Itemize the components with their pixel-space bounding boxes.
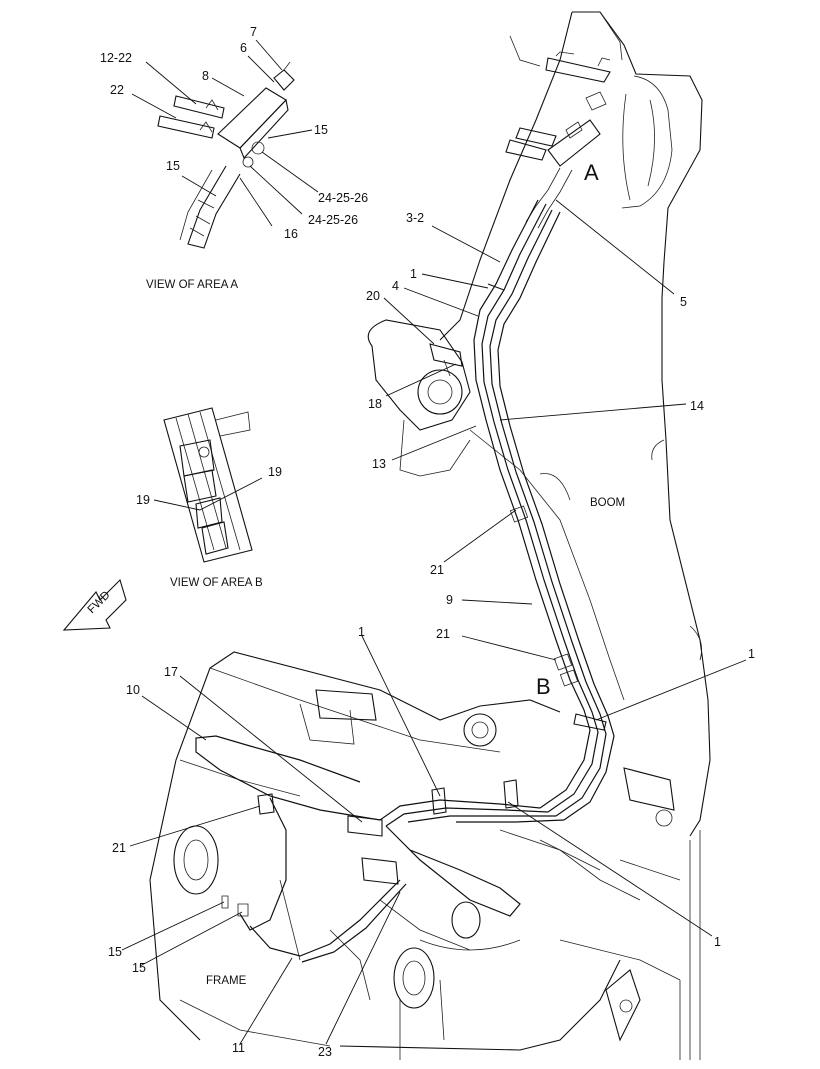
callout-22: 22 [110, 83, 124, 97]
callout-14: 14 [690, 399, 704, 413]
caption-boom: BOOM [590, 497, 625, 509]
caption-view-area-b: VIEW OF AREA B [170, 577, 263, 589]
callout-9: 9 [446, 593, 453, 607]
callout-20: 20 [366, 289, 380, 303]
fwd-label: FWD [86, 589, 113, 616]
callout-3-2: 3-2 [406, 211, 424, 225]
callout-18: 18 [368, 397, 382, 411]
area-b-marker: B [536, 674, 551, 699]
caption-frame: FRAME [206, 975, 247, 987]
callout-19-right: 19 [268, 465, 282, 479]
callout-15-top: 15 [314, 123, 328, 137]
frame-hoses [195, 735, 565, 963]
callout-1-top: 1 [410, 267, 417, 281]
callout-17: 17 [164, 665, 178, 679]
fwd-arrow: FWD [62, 578, 127, 631]
callout-21-boom: 21 [430, 563, 444, 577]
callout-21-left: 21 [112, 841, 126, 855]
callout-15-low-a: 15 [108, 945, 122, 959]
callout-16: 16 [284, 227, 298, 241]
callout-4: 4 [392, 279, 399, 293]
callout-7: 7 [250, 25, 257, 39]
callout-1-right: 1 [748, 647, 755, 661]
callout-23: 23 [318, 1045, 332, 1059]
area-a-marker: A [584, 160, 599, 185]
callout-11: 11 [232, 1041, 245, 1055]
callout-10: 10 [126, 683, 140, 697]
upper-frame [149, 651, 701, 1060]
callout-21-mid: 21 [436, 627, 450, 641]
callout-labels: 7 6 12-22 8 22 15 15 24-25-26 24-25-26 1… [100, 25, 755, 1059]
boom-structure [367, 11, 711, 837]
callout-1-center: 1 [358, 625, 365, 639]
caption-view-area-a: VIEW OF AREA A [146, 279, 238, 291]
boom-hose-run [429, 199, 615, 821]
callout-19-left: 19 [136, 493, 150, 507]
callout-5: 5 [680, 295, 687, 309]
callout-12-22: 12-22 [100, 51, 132, 65]
callout-15-low-b: 15 [132, 961, 146, 975]
callout-13: 13 [372, 457, 386, 471]
callout-24-25-26-a: 24-25-26 [318, 191, 368, 205]
callout-24-25-26-b: 24-25-26 [308, 213, 358, 227]
inset-area-a [157, 61, 295, 249]
callout-15-mid: 15 [166, 159, 180, 173]
callout-8: 8 [202, 69, 209, 83]
inset-area-b [163, 407, 253, 563]
callout-6: 6 [240, 41, 247, 55]
callout-1-bottom: 1 [714, 935, 721, 949]
leader-lines [121, 39, 747, 1045]
